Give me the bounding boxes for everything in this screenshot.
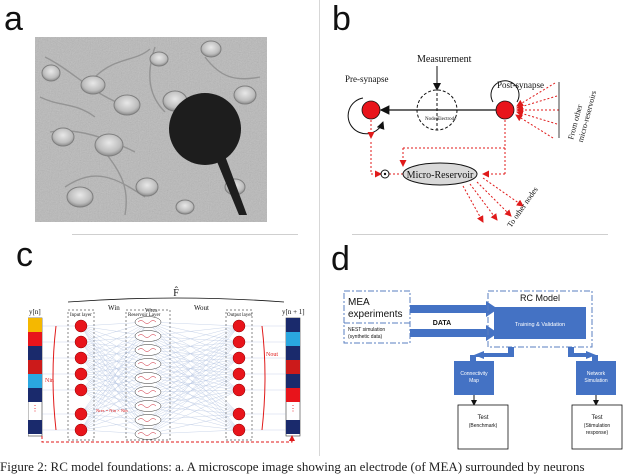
experiments-label: experiments bbox=[348, 309, 402, 320]
synthetic-label: (synthetic data) bbox=[348, 334, 383, 340]
network-simulation-box bbox=[576, 361, 616, 395]
output-layer-box bbox=[225, 309, 253, 441]
post-synapse-label: Post-synapse bbox=[497, 80, 544, 90]
input-neuron bbox=[74, 319, 88, 333]
reservoir-unit bbox=[134, 344, 162, 356]
svg-text:⋮: ⋮ bbox=[289, 404, 297, 413]
output-neuron bbox=[232, 351, 246, 365]
input-neuron bbox=[74, 383, 88, 397]
microscope-image bbox=[35, 37, 267, 222]
output-layer-label: Output layer bbox=[227, 313, 252, 318]
output-neuron bbox=[232, 383, 246, 397]
test1-label: Test bbox=[477, 415, 488, 421]
w-in-label: Win bbox=[108, 304, 120, 312]
nest-label: NEST simulation bbox=[348, 327, 385, 333]
training-validation-box bbox=[494, 307, 586, 339]
reservoir-unit bbox=[134, 400, 162, 412]
mea-label: MEA bbox=[348, 297, 370, 308]
test-benchmark-box bbox=[457, 404, 509, 450]
simulation-label: Simulation bbox=[584, 378, 608, 384]
connectivity-label: Connectivity bbox=[460, 371, 488, 377]
w-out-label: Wout bbox=[194, 304, 209, 312]
reservoir-unit bbox=[134, 386, 162, 398]
f-hat-label: F̂ bbox=[173, 286, 179, 299]
input-neuron bbox=[74, 423, 88, 437]
training-label: Training & Validation bbox=[515, 322, 565, 328]
pre-synapse-label: Pre-synapse bbox=[345, 74, 389, 84]
reservoir-unit bbox=[134, 372, 162, 384]
measurement-label: Measurement bbox=[417, 54, 472, 65]
w-res-label: Wres bbox=[145, 308, 158, 314]
node-electrode-label: Node/Electrode bbox=[425, 117, 457, 122]
panel-d-letter: d bbox=[331, 240, 350, 278]
reservoir-unit bbox=[134, 316, 162, 328]
input-neuron bbox=[74, 335, 88, 349]
figure-caption: Figure 2: RC model foundations: a. A mic… bbox=[0, 460, 585, 474]
reservoir-diagram: Measurement Node/Electrode Pre-synapse P… bbox=[345, 54, 598, 228]
panel-b-letter: b bbox=[332, 0, 351, 38]
data-arrow-top bbox=[410, 301, 498, 317]
output-neuron bbox=[232, 335, 246, 349]
n-out-label: Nout bbox=[266, 352, 278, 358]
reservoir-unit bbox=[134, 330, 162, 342]
mea-experiments-box bbox=[343, 290, 411, 344]
divider-a bbox=[72, 234, 298, 235]
rc-workflow-diagram: MEA experiments NEST simulation (synthet… bbox=[343, 290, 623, 450]
panel-a-letter: a bbox=[4, 0, 23, 38]
input-neuron bbox=[74, 407, 88, 421]
post-synapse-neuron bbox=[495, 100, 515, 120]
benchmark-label: (Benchmark) bbox=[469, 423, 498, 429]
panel-c-letter: c bbox=[16, 236, 33, 274]
output-neuron bbox=[232, 367, 246, 381]
network-label: Network bbox=[587, 371, 606, 377]
pre-synapse-neuron bbox=[361, 100, 381, 120]
n-in-label: Nin bbox=[45, 378, 54, 384]
output-neuron bbox=[232, 423, 246, 437]
vertical-divider bbox=[319, 0, 320, 456]
rc-network-diagram: F̂ Win Wres Wout ⋮ y[n] ⋮ y[n + 1] Input… bbox=[28, 286, 305, 443]
output-neuron bbox=[232, 319, 246, 333]
input-neuron bbox=[74, 351, 88, 365]
reservoir-layer-label: Reservoir Layer bbox=[128, 313, 161, 318]
y-n-label: y[n] bbox=[29, 308, 41, 316]
output-neuron bbox=[232, 407, 246, 421]
divider-b bbox=[352, 234, 608, 235]
map-label: Map bbox=[469, 378, 479, 384]
data-label: DATA bbox=[433, 320, 451, 327]
test2-label: Test bbox=[591, 415, 602, 421]
y-n1-label: y[n + 1] bbox=[282, 308, 305, 316]
test-stimulation-box bbox=[571, 404, 623, 450]
data-arrow-bottom bbox=[410, 325, 498, 341]
input-layer-box bbox=[67, 309, 95, 441]
input-layer-label: Input layer bbox=[70, 313, 92, 318]
connectivity-map-box bbox=[454, 361, 494, 395]
rc-model-label: RC Model bbox=[520, 293, 560, 303]
reservoir-layer-box bbox=[125, 309, 171, 441]
micro-reservoir-ellipse bbox=[402, 162, 478, 186]
stimulation-label: (Stimulation bbox=[584, 423, 611, 429]
svg-text:⋮: ⋮ bbox=[31, 404, 39, 413]
response-label: response) bbox=[586, 430, 609, 436]
rc-model-box bbox=[487, 290, 593, 348]
micro-reservoir-label: Micro-Reservoir bbox=[407, 170, 474, 181]
reservoir-unit bbox=[134, 428, 162, 440]
to-other-nodes-label: To other nodes bbox=[505, 185, 540, 228]
from-other-label: From other micro-reservoirs bbox=[566, 87, 598, 143]
n-res-label: Nres = Nin × Nin bbox=[96, 408, 128, 413]
input-neuron bbox=[74, 367, 88, 381]
reservoir-unit bbox=[134, 414, 162, 426]
reservoir-unit bbox=[134, 358, 162, 370]
